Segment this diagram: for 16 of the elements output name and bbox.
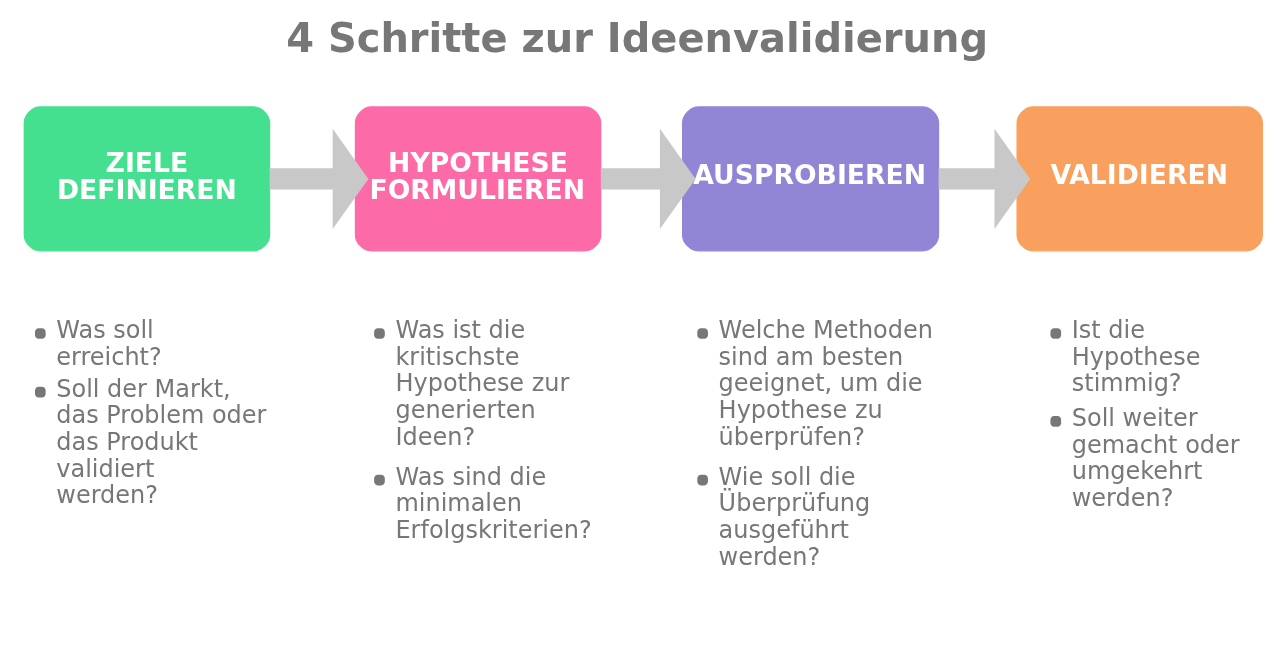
arrow [600,128,696,229]
node-label: Was ist die kritischste Hypothese zur generierten Ideen? [395,316,570,451]
arrow [938,128,1031,229]
diagram-title: 4 Schritte zur Ideenvalidierung [286,15,989,62]
node-box: HYPOTHESE FORMULIEREN [354,106,602,252]
arrow [269,128,369,229]
node-box: ZIELE DEFINIEREN [23,106,271,252]
node-label: Soll weiter gemacht oder umgekehrt werden? [1071,403,1240,512]
node-box: AUSPROBIEREN [681,106,940,252]
node-label: Was sind die minimalen Erfolgskriterien? [395,462,592,544]
node-label: Ist die Hypothese stimmig? [1071,316,1201,398]
node-label: Soll der Markt, das Problem oder das Produkt validiert werden? [56,374,267,510]
node-box: VALIDIEREN [1016,106,1263,252]
node-label: Wie soll die Überprüfung ausgeführt werden? [718,462,871,571]
node-label: Was soll erreicht? [56,316,162,371]
node-label: Welche Methoden sind am besten geeignet, um die Hypothese zu überprüfen? [718,316,933,451]
